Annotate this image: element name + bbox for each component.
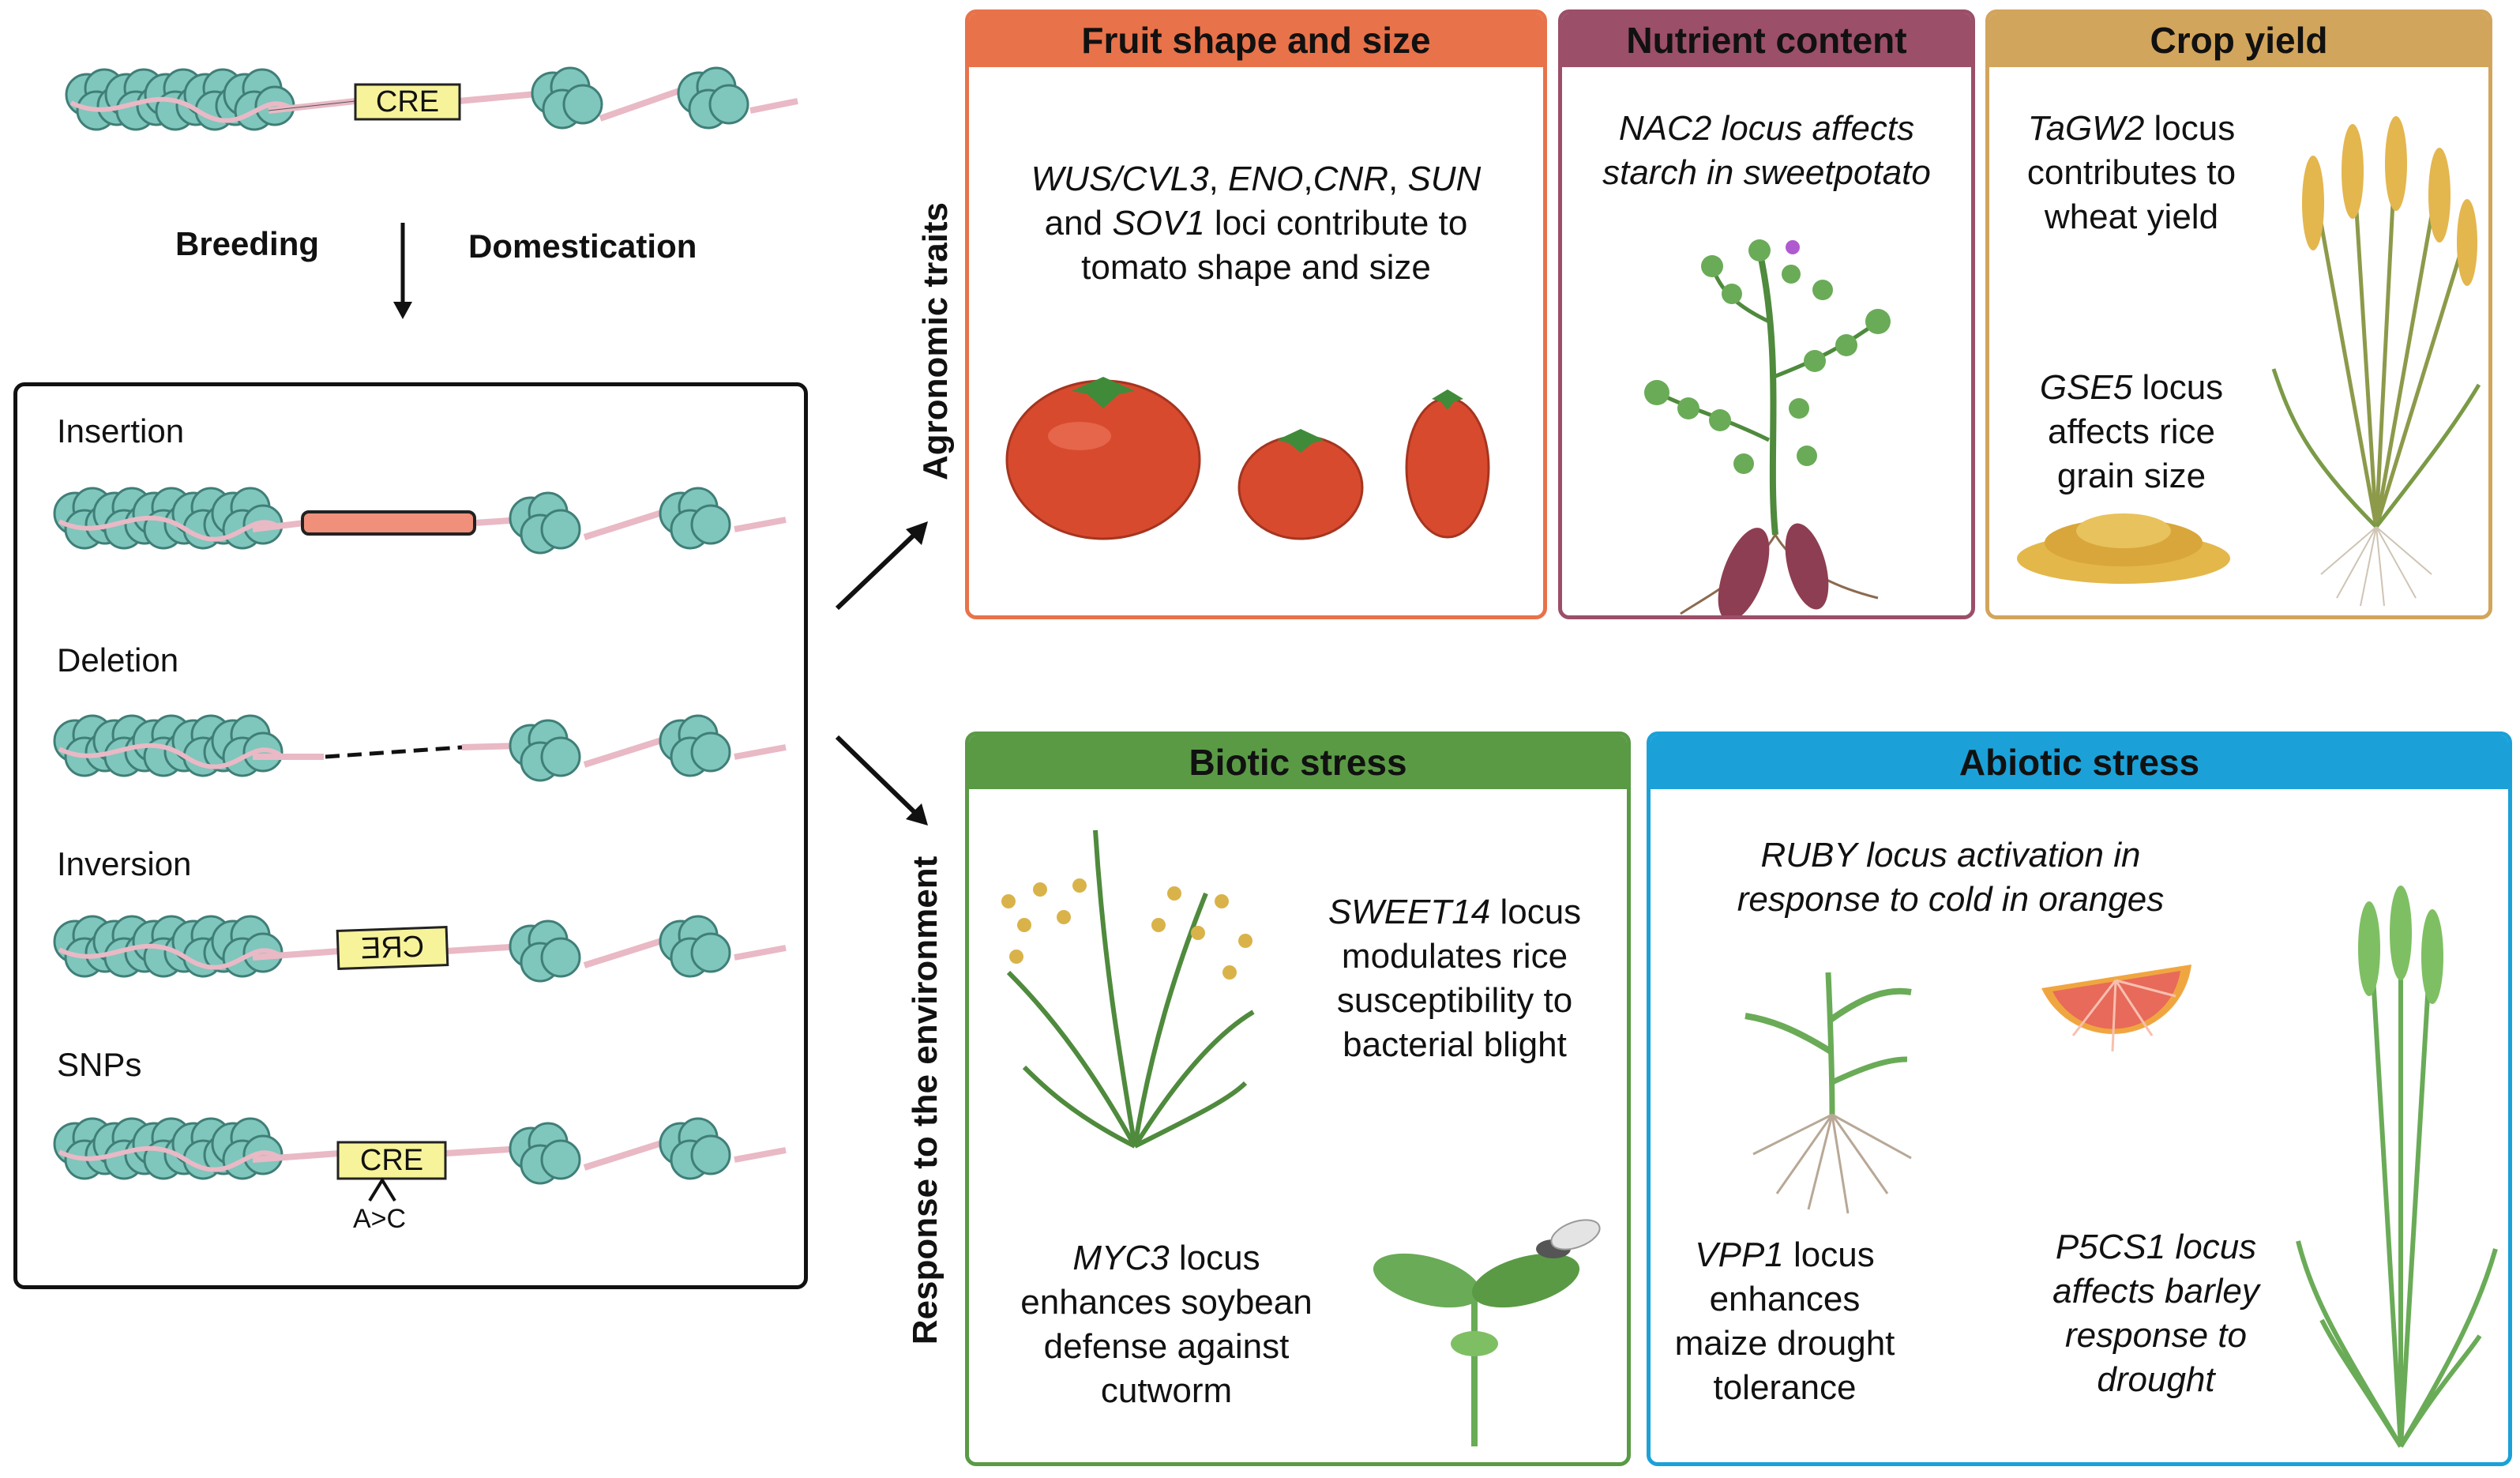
- biotic-panel-title: Biotic stress: [969, 735, 1627, 789]
- cre-box-inverted: [336, 926, 449, 970]
- snps-label: SNPs: [57, 1046, 142, 1083]
- p5cs1-text: P5CS1 locus affects barley response to d…: [2052, 1228, 2259, 1399]
- deletion-diagram: [0, 686, 787, 782]
- down-arrow: [393, 223, 412, 319]
- rice-plant-image: [1001, 829, 1255, 1149]
- sweet14-text: SWEET14 locus modulates rice susceptibil…: [1328, 893, 1582, 1064]
- arrow-to-agronomic: [835, 521, 928, 611]
- arrow-to-environment: [835, 735, 928, 825]
- tomato-images: [1005, 377, 1490, 540]
- tomato-plum: [1405, 397, 1490, 539]
- snp-diagram: [0, 1089, 787, 1202]
- rice-grain-text: GSE5 locus affects rice grain size: [2039, 368, 2224, 495]
- sweetpotato-root-1: [1718, 528, 1770, 615]
- inversion-diagram: [0, 886, 787, 983]
- nutrient-panel-text: NAC2 locus affects starch in sweetpotato: [1602, 109, 1931, 192]
- wheat-image: [2271, 116, 2481, 607]
- environment-label: Response to the environment: [906, 856, 945, 1345]
- biotic-panel: Biotic stress SWEET14 locus modulates ri…: [965, 731, 1631, 1466]
- cre-label-snp: CRE: [359, 1143, 424, 1177]
- sweetpotato-root-2: [1785, 523, 1829, 610]
- yield-panel-title: Crop yield: [1989, 13, 2488, 67]
- nutrient-panel-title: Nutrient content: [1562, 13, 1971, 67]
- cre-label-top: CRE: [375, 85, 440, 118]
- ruby-text: RUBY locus activation in response to col…: [1737, 836, 2165, 919]
- agronomic-traits-label: Agronomic traits: [916, 201, 955, 481]
- breeding-label: Breeding: [175, 225, 320, 262]
- cutworm-moth-icon: [1536, 1219, 1601, 1258]
- chromatin-top: [0, 66, 798, 190]
- barley-image: [2296, 886, 2498, 1448]
- domestication-label: Domestication: [468, 228, 697, 265]
- cre-box-snp: [336, 1141, 447, 1180]
- variants-box: [13, 382, 808, 1289]
- wheat-yield-text: TaGW2 locus contributes to wheat yield: [2026, 109, 2236, 236]
- abiotic-panel-title: Abiotic stress: [1651, 735, 2508, 789]
- fruit-panel-title: Fruit shape and size: [969, 13, 1543, 67]
- snp-change-label: A>C: [353, 1204, 407, 1234]
- yield-panel: Crop yield TaGW2 locus contributes to wh…: [1985, 9, 2492, 619]
- cre-label-inverted: CRE: [360, 930, 425, 965]
- insertion-label: Insertion: [57, 412, 185, 449]
- abiotic-panel: Abiotic stress RUBY locus activation in …: [1647, 731, 2512, 1466]
- inversion-label: Inversion: [57, 845, 192, 882]
- soybean-seedling-image: [1373, 1219, 1601, 1446]
- maize-seedling-image: [1744, 972, 1912, 1214]
- fruit-panel-text: WUS/CVL3, ENO,CNR, SUN and SOV1 loci con…: [1031, 160, 1482, 287]
- insertion-bar: [301, 510, 476, 536]
- nutrient-panel: Nutrient content NAC2 locus affects star…: [1558, 9, 1975, 619]
- vpp1-text: VPP1 locus enhances maize drought tolera…: [1674, 1235, 1895, 1407]
- sweetpotato-image: [1644, 239, 1891, 615]
- sweetpotato-flower: [1786, 240, 1800, 254]
- rice-grain-pile: [2017, 513, 2230, 584]
- cre-box-top: [354, 83, 461, 121]
- insertion-diagram: [0, 458, 787, 555]
- myc3-text: MYC3 locus enhances soybean defense agai…: [1020, 1239, 1313, 1410]
- fruit-panel: Fruit shape and size WUS/CVL3, ENO,CNR, …: [965, 9, 1547, 619]
- deletion-label: Deletion: [57, 641, 179, 679]
- orange-slice-image: [2041, 965, 2191, 1052]
